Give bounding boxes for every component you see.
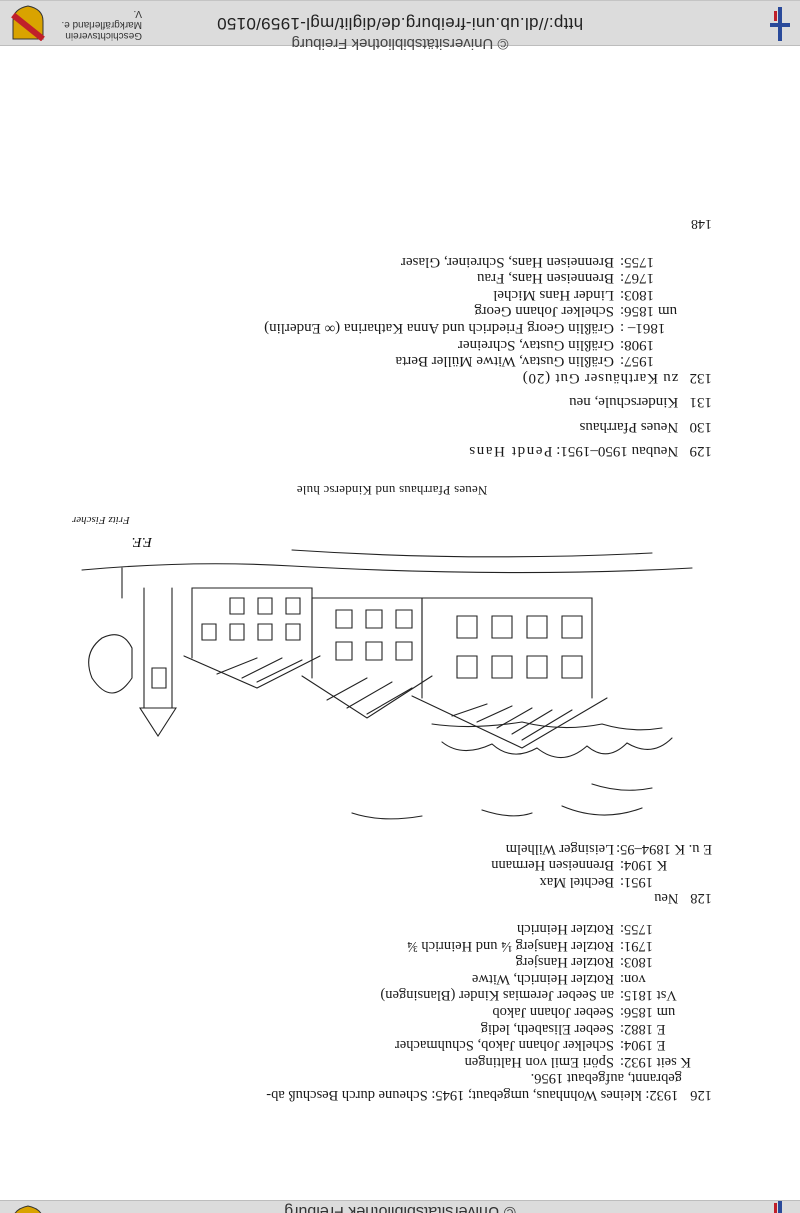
entry-126: 126 1932: kleines Wohnhaus, umgebaut; 19… xyxy=(72,920,712,1103)
image-caption: Neues Pfarrhaus und Kindersc hule xyxy=(296,483,488,499)
owner-row: E 1882: Seeber Elisabeth, ledig xyxy=(72,1020,712,1037)
owner-name: Rotzler Heinrich xyxy=(516,921,614,938)
owner-row: von: Rotzler Heinrich, Witwe xyxy=(72,970,712,987)
owner-row: 1951: Bechtel Max xyxy=(72,873,712,890)
owner-row: K seit 1932: Spöri Emil von Haltingen xyxy=(72,1053,712,1070)
owner-name: Schelker Johann Jakob, Schuhmacher xyxy=(394,1037,614,1054)
owner-row: 1861– : Gräßlin Georg Friedrich und Anna … xyxy=(72,319,712,336)
owner-year: 1755: xyxy=(620,253,655,270)
owner-row: 1755: Brenneisen Hans, Schreiner, Glaser xyxy=(72,253,712,270)
owner-year: 1957: xyxy=(620,353,655,370)
owner-year: 1908: xyxy=(620,336,655,353)
copyright-notice-top: © Universitätsbibliothek Freiburg xyxy=(284,1203,516,1213)
entry-number: 128 xyxy=(690,890,712,907)
entry-131: 131 Kinderschule, neu xyxy=(72,394,713,411)
owner-row: um 1856: Schelker Johann Georg xyxy=(72,303,712,320)
owner-row: 1767: Brenneisen Hans, Frau xyxy=(72,270,712,287)
book-page: 126 1932: kleines Wohnhaus, umgebaut; 19… xyxy=(72,214,712,1103)
owner-row: 1791: Rotzler Hansjerg ¼ und Heinrich ¾ xyxy=(72,937,712,954)
page-number: 148 xyxy=(691,215,712,231)
society-line-2: Markgräflerland e. V. xyxy=(61,8,142,30)
owner-year: 1755: xyxy=(620,921,654,938)
owner-row: um 1856: Seeber Johann Jakob xyxy=(72,1003,712,1020)
entry-name-spaced: Pendt Hans xyxy=(467,443,553,460)
owner-name: Gräßlin Georg Friedrich und Anna Kathari… xyxy=(264,319,614,336)
entry-128: 128 Neu 1951: Bechtel Max K 1904: Brenneise… xyxy=(72,840,712,907)
entry-text: zu Karthäuser Gut (20) xyxy=(521,369,679,386)
entry-text: Neues Pfarrhaus xyxy=(579,418,679,435)
owner-name: Gräßlin Gustav, Schreiner xyxy=(457,336,614,353)
entry-number: 131 xyxy=(689,394,713,411)
owner-name: Bechtel Max xyxy=(539,873,615,890)
owner-name: Rotzler Hansjerg xyxy=(515,954,614,971)
owner-name: Seeber Johann Jakob xyxy=(492,1004,614,1021)
sketch-illustration: F.F. Fritz Fischer xyxy=(72,508,712,828)
geschichtsverein-crest-icon xyxy=(11,1205,45,1213)
owner-name: Schelker Johann Georg xyxy=(474,303,614,320)
owner-row: Vst 1815: an Seeber Jeremias Kinder (Blan… xyxy=(72,987,712,1004)
ub-freiburg-logo-icon xyxy=(774,1200,782,1213)
owner-row: 1755: Rotzler Heinrich xyxy=(72,920,712,937)
entry-text: Neubau 1950–1951: xyxy=(556,443,679,460)
owner-year: 1951: xyxy=(620,873,654,890)
owner-row: 1803: Rotzler Hansjerg xyxy=(72,954,712,971)
owner-year: 1861– : xyxy=(620,319,666,336)
owner-name: Leisinger Wilhelm xyxy=(505,840,614,857)
entry-text: Kinderschule, neu xyxy=(569,394,679,411)
owner-year: von: xyxy=(620,970,646,987)
entry-text-continued: gebrannt, aufgebaut 1956. xyxy=(530,1070,682,1087)
owner-name: Spöri Emil von Haltingen xyxy=(464,1053,614,1070)
owner-year: um 1856: xyxy=(620,303,678,320)
owner-row: K 1904: Brenneisen Hermann xyxy=(72,857,712,874)
owner-name: Rotzler Hansjerg ¼ und Heinrich ¾ xyxy=(406,937,614,954)
owner-name: Brenneisen Hans, Frau xyxy=(476,270,614,287)
viewer-header-bar: © Universitätsbibliothek Freiburg xyxy=(0,1200,800,1213)
entry-number: 129 xyxy=(689,443,713,460)
owner-year: um 1856: xyxy=(620,1004,676,1021)
artist-credit: Fritz Fischer xyxy=(72,514,130,527)
owner-row: 1908: Gräßlin Gustav, Schreiner xyxy=(72,336,712,353)
ub-freiburg-logo-icon xyxy=(770,7,790,41)
owner-name: Linder Hans Michel xyxy=(493,286,614,303)
owner-list: 1951: Bechtel Max K 1904: Brenneisen Herman… xyxy=(72,840,712,890)
entry-number: 130 xyxy=(689,418,713,435)
owner-year: E u. K 1894–95: xyxy=(616,840,712,857)
geschichtsverein-crest-icon xyxy=(11,5,45,41)
owner-row: E 1904: Schelker Johann Jakob, Schuhmache… xyxy=(72,1037,712,1054)
owner-year: Vst 1815: xyxy=(620,987,677,1004)
entry-number: 126 xyxy=(690,1087,712,1103)
viewer-footer-bar: © Universitätsbibliothek Freiburg http:/… xyxy=(0,0,800,52)
owner-name: Brenneisen Hans, Schreiner, Glaser xyxy=(400,253,614,270)
pen-drawing-pfarrhaus: F.F. xyxy=(81,534,693,820)
owner-year: 1767: xyxy=(620,270,655,287)
entry-text: Neu xyxy=(654,890,679,907)
owner-year: 1791: xyxy=(620,937,654,954)
owner-name: Rotzler Heinrich, Witwe xyxy=(471,970,614,987)
owner-year: E 1904: xyxy=(620,1037,666,1054)
entry-130: 130 Neues Pfarrhaus xyxy=(72,418,712,435)
entry-132: 132 zu Karthäuser Gut (20) 1957: Gräßlin … xyxy=(72,253,712,386)
owner-row: E u. K 1894–95:Leisinger Wilhelm xyxy=(72,840,712,857)
entry-129: 129 Neubau 1950–1951: Pendt Hans xyxy=(72,443,712,460)
owner-year: 1803: xyxy=(620,954,654,971)
owner-year: K seit 1932: xyxy=(620,1053,691,1070)
owner-year: E 1882: xyxy=(620,1020,666,1037)
owner-name: Gräßlin Gustav, Witwe Müller Berta xyxy=(395,353,614,370)
society-name: Geschichtsverein Markgräflerland e. V. xyxy=(52,8,142,41)
owner-row: 1957: Gräßlin Gustav, Witwe Müller Berta xyxy=(72,353,712,370)
owner-year: K 1904: xyxy=(620,857,668,874)
society-line-1: Geschichtsverein xyxy=(65,30,142,41)
owner-name: an Seeber Jeremias Kinder (Blansingen) xyxy=(380,987,614,1004)
sketch-initials: F.F. xyxy=(132,534,154,549)
owner-name: Brenneisen Hermann xyxy=(491,857,614,874)
owner-row: 1803: Linder Hans Michel xyxy=(72,286,712,303)
owner-name: Seeber Elisabeth, ledig xyxy=(480,1020,614,1037)
entry-text: 1932: kleines Wohnhaus, umgebaut; 1945: … xyxy=(266,1087,679,1103)
owner-year: 1803: xyxy=(620,286,655,303)
entry-number: 132 xyxy=(689,369,713,386)
